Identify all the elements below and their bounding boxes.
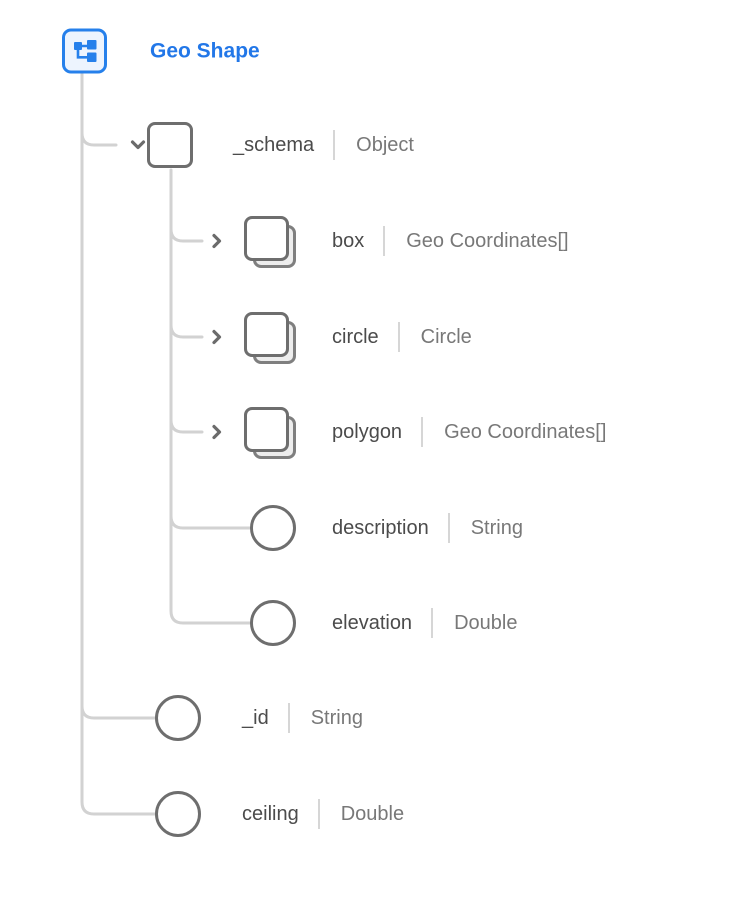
field-icon [155,695,201,741]
tree-node-circle[interactable]: circle Circle [209,312,472,364]
object-array-icon [244,407,296,459]
object-icon [147,122,193,168]
node-type: Geo Coordinates[] [406,229,569,252]
node-type: Geo Coordinates[] [444,420,607,443]
tree-node-elevation[interactable]: elevation Double [250,600,517,646]
tree-root-node[interactable]: Geo Shape [62,28,260,74]
node-name: box [332,229,365,252]
tree-node-polygon[interactable]: polygon Geo Coordinates[] [209,407,607,459]
chevron-right-icon[interactable] [209,329,225,345]
tree-node-ceiling[interactable]: ceiling Double [155,791,404,837]
tree-node-box[interactable]: box Geo Coordinates[] [209,216,569,268]
field-icon [250,600,296,646]
node-type: Double [454,611,518,634]
node-name: ceiling [242,802,299,825]
object-array-icon [244,216,296,268]
node-name: _schema [233,133,315,156]
chevron-right-icon[interactable] [209,424,225,440]
tree-node-description[interactable]: description String [250,505,523,551]
node-name: elevation [332,611,413,634]
name-type-divider [421,417,424,447]
node-name: circle [332,325,379,348]
node-name: description [332,516,429,539]
field-icon [250,505,296,551]
schema-title: Geo Shape [150,39,260,62]
tree-node-id[interactable]: _id String [155,695,363,741]
node-type: String [470,516,523,539]
node-type: String [310,706,363,729]
node-name: polygon [332,420,403,443]
name-type-divider [447,513,450,543]
chevron-down-icon[interactable] [130,139,146,151]
node-type: Double [340,802,405,825]
node-type: Circle [420,325,472,348]
node-type: Object [356,133,414,156]
schema-icon [62,28,107,74]
name-type-divider [317,799,320,829]
field-icon [155,791,201,837]
object-array-icon [244,312,296,364]
name-type-divider [333,130,336,160]
node-name: _id [242,706,269,729]
name-type-divider [383,226,386,256]
name-type-divider [287,703,290,733]
name-type-divider [397,322,400,352]
tree-node-schema[interactable]: _schema Object [130,122,414,168]
name-type-divider [431,608,434,638]
chevron-right-icon[interactable] [209,233,225,249]
